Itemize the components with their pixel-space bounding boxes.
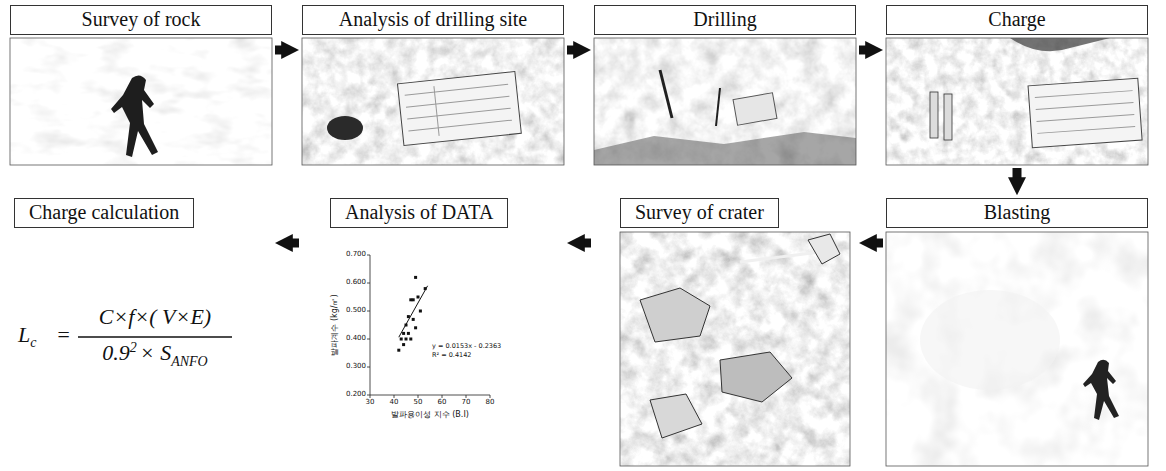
y-axis [370, 255, 371, 395]
site-board [397, 72, 521, 146]
axis-tick: 80 [486, 399, 495, 407]
photo [886, 232, 1148, 466]
rock-block [640, 288, 710, 342]
drill-hole [327, 116, 363, 140]
axis-tick: 0.700 [346, 251, 366, 259]
axis-tick: 40 [390, 399, 399, 407]
process-step: Survey of rock [10, 5, 272, 165]
axis-tick: 0.300 [346, 363, 366, 371]
regression-equation: y = 0.0153x - 0.2363 [432, 343, 501, 350]
step-title: Drilling [594, 5, 856, 35]
data-points [397, 276, 426, 352]
trend-line [399, 286, 428, 337]
axis-tick: 70 [462, 399, 471, 407]
axis-tick: 0.600 [346, 279, 366, 287]
process-step: Charge calculation [10, 198, 272, 398]
process-step: Charge [886, 5, 1148, 165]
process-step: Drilling [594, 5, 856, 165]
photo-frame [10, 38, 272, 165]
flow-arrow [291, 239, 299, 248]
drill-rod [660, 70, 672, 118]
axis-tick: 60 [438, 399, 447, 407]
axis-tick: 30 [366, 399, 375, 407]
flow-arrow [275, 46, 283, 55]
formula-term: L [18, 322, 30, 347]
formula-part: Lc [18, 322, 36, 352]
photo-texture [10, 38, 272, 165]
formula-part: = [56, 322, 71, 348]
flow-arrow [567, 46, 575, 55]
photo-texture [886, 232, 1148, 466]
step-title: Charge calculation [14, 198, 194, 228]
step-title: Charge [886, 5, 1148, 35]
x-axis [370, 395, 490, 396]
rock-block [650, 394, 702, 438]
axis-tick: 0.500 [346, 307, 366, 315]
step-title: Survey of rock [10, 5, 272, 35]
photo-texture [302, 38, 564, 165]
process-step: Analysis of DATA [302, 198, 564, 418]
photo [10, 38, 272, 165]
worker-hand [1010, 38, 1110, 51]
fraction-bar [78, 336, 232, 337]
formula-term: C×f×( V×E) [99, 304, 211, 329]
measuring-staff [740, 252, 820, 262]
photo-frame [302, 38, 564, 165]
process-step: Survey of crater [594, 198, 856, 466]
explosive-cartridge [944, 94, 952, 140]
regression-equation: R² = 0.4142 [432, 352, 471, 359]
formula-term: c [30, 335, 36, 350]
step-title: Analysis of drilling site [302, 5, 564, 35]
formula-term: × S [140, 340, 171, 365]
photo-texture [620, 232, 850, 466]
photo [620, 232, 850, 466]
drill-rod [716, 88, 720, 126]
flow-arrow [859, 46, 867, 55]
formula-term: ANFO [171, 354, 208, 369]
blast-dust [920, 290, 1060, 390]
axis-tick: 50 [414, 399, 423, 407]
process-step: Blasting [886, 198, 1148, 466]
site-board [1028, 78, 1142, 148]
formula-term: 2 [130, 340, 137, 355]
formula-part: 0.92× SANFO [78, 340, 232, 371]
photo [886, 38, 1148, 165]
photo [302, 38, 564, 165]
rock-block [808, 234, 840, 264]
rock-rubble [594, 132, 856, 165]
flow-arrow [1013, 168, 1022, 179]
photo-frame [886, 38, 1148, 165]
photo-texture [594, 38, 856, 165]
flow-arrow [875, 239, 883, 248]
axis-tick: 0.200 [346, 391, 366, 399]
explosive-cartridge [930, 92, 938, 138]
process-step: Analysis of drilling site [302, 5, 564, 165]
axis-title: 발파용이성 지수 (B.I) [391, 411, 469, 420]
formula-term: = [56, 322, 71, 347]
rock-block [720, 352, 792, 402]
site-board [733, 93, 777, 126]
formula-part: C×f×( V×E) [78, 304, 232, 330]
photo-frame [594, 38, 856, 165]
scatter-chart [367, 255, 490, 398]
person-figure [111, 75, 158, 157]
photo-texture [886, 38, 1148, 165]
axis-tick: 0.400 [346, 335, 366, 343]
formula-term: 0.9 [102, 340, 130, 365]
flow-arrow [583, 239, 591, 248]
person-figure [1083, 360, 1119, 420]
axis-ticks [367, 255, 490, 398]
step-title: Blasting [886, 198, 1148, 228]
axis-title: 발파계수 (kg/㎥) [331, 294, 340, 355]
photo [594, 38, 856, 165]
photo-frame [886, 232, 1148, 466]
step-title: Analysis of DATA [330, 198, 508, 228]
photo-frame [620, 232, 850, 466]
step-title: Survey of crater [620, 198, 779, 228]
